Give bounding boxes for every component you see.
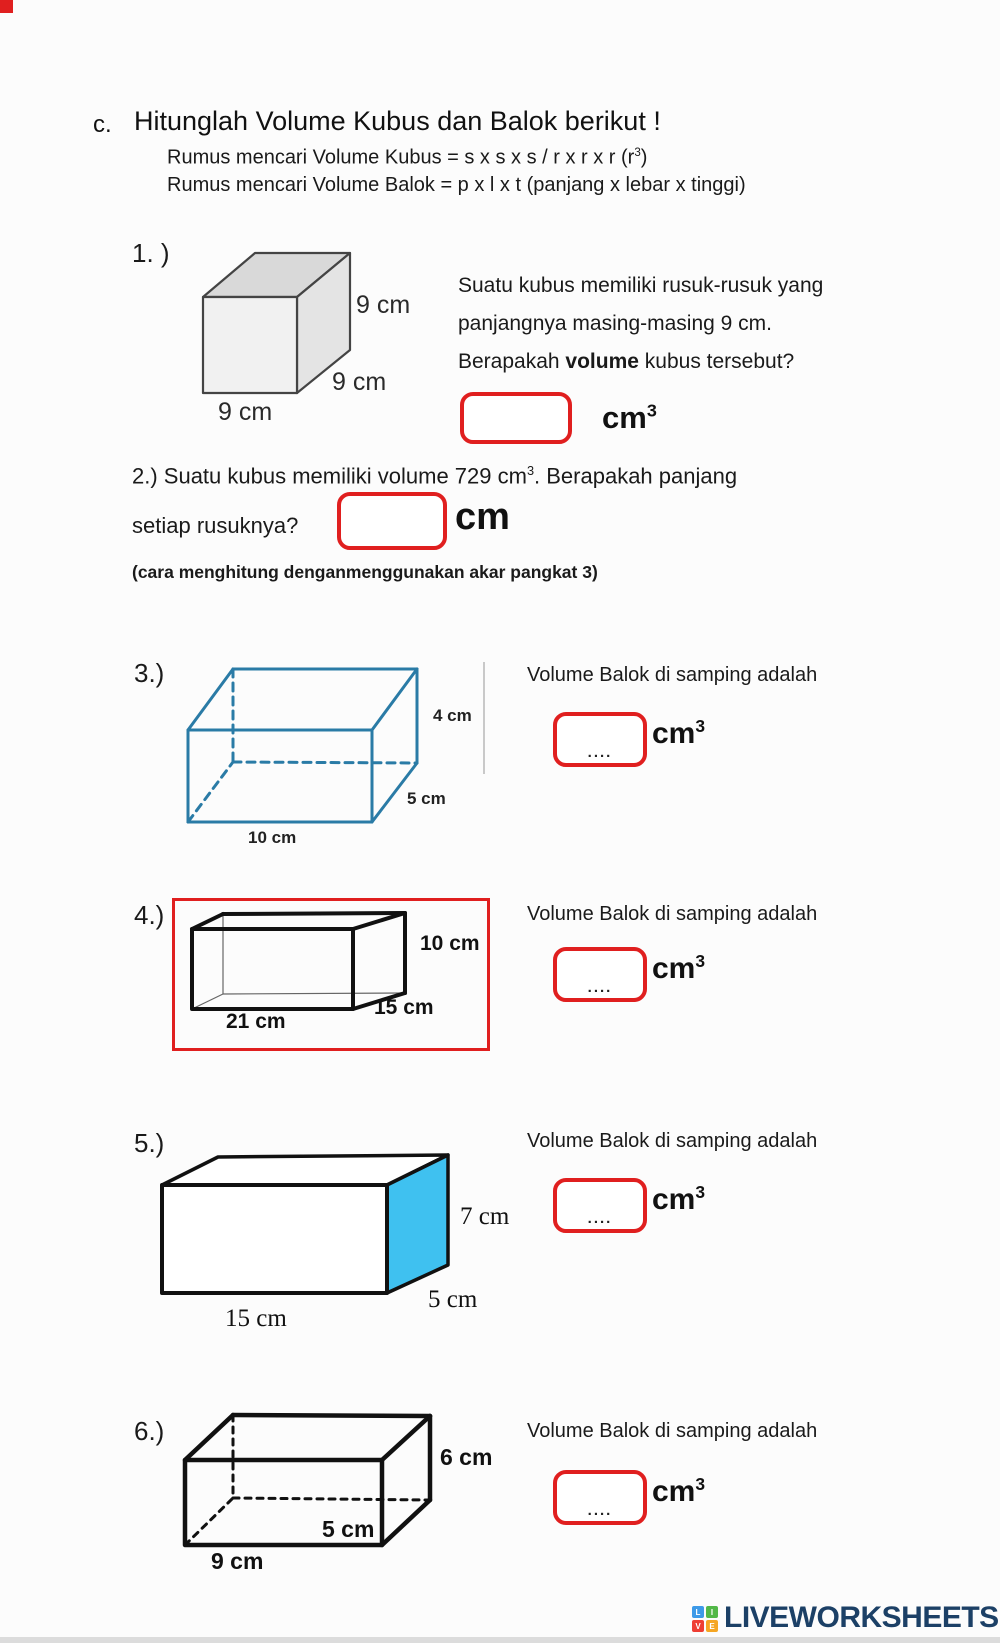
logo-tile-e: E [706, 1620, 718, 1632]
q2-text-line2: setiap rusuknya? [132, 513, 299, 538]
edge-bottom-right [379, 1497, 433, 1548]
front-face [190, 927, 355, 1011]
q3-dim-height: 4 cm [433, 706, 472, 725]
front-face [182, 1457, 385, 1548]
q2-answer-box[interactable] [337, 492, 447, 550]
q4-answer-box[interactable]: .... [553, 947, 647, 1002]
logo-tile-l: L [692, 1606, 704, 1618]
q6-unit: cm3 [652, 1474, 706, 1508]
q4-answer-placeholder: .... [587, 979, 613, 996]
q3-divider-line [483, 662, 485, 774]
q3-answer-box[interactable]: .... [553, 712, 647, 767]
front-face [186, 728, 374, 824]
logo-tile-v: V [692, 1620, 704, 1632]
q3-prompt: Volume Balok di samping adalah [527, 664, 818, 686]
hidden-edge-left-depth [191, 993, 224, 1010]
q6-dim-length: 9 cm [211, 1548, 264, 1574]
q4-cuboid-diagram [190, 911, 407, 1011]
hidden-edge-back-bottom [231, 1496, 432, 1502]
q5-unit: cm3 [652, 1182, 706, 1216]
front-face [160, 1183, 389, 1295]
page-title: Hitunglah Volume Kubus dan Balok berikut… [134, 106, 661, 136]
q4-unit: cm3 [652, 951, 706, 985]
q5-dim-length: 15 cm [225, 1305, 287, 1332]
edge-top-left [190, 912, 225, 931]
q4-dim-height: 10 cm [420, 932, 480, 955]
hidden-edge-back-bottom [231, 760, 419, 765]
q1-text-line3: Berapakah volume kubus tersebut? [458, 350, 795, 373]
q6-prompt: Volume Balok di samping adalah [527, 1420, 818, 1442]
q3-dim-depth: 5 cm [407, 789, 446, 808]
q6-number: 6.) [134, 1416, 165, 1446]
q4-number: 4.) [134, 900, 165, 930]
edge-top-left [186, 667, 235, 732]
hidden-edge-left-depth [183, 1496, 235, 1547]
q1-text-line2: panjangnya masing-masing 9 cm. [458, 312, 772, 335]
q6-cuboid-diagram [182, 1412, 433, 1548]
q3-dim-length: 10 cm [248, 828, 297, 847]
q6-dim-depth: 5 cm [322, 1516, 375, 1542]
q1-cube-diagram [201, 251, 352, 395]
section-index: c. [93, 111, 112, 138]
edge-top-left [182, 1412, 236, 1463]
q5-cuboid-diagram [160, 1153, 450, 1295]
q2-text-line1: 2.) Suatu kubus memiliki volume 729 cm3.… [132, 463, 738, 489]
q2-note: (cara menghitung denganmenggunakan akar … [132, 562, 598, 582]
edge-bottom-right [370, 761, 419, 824]
q5-answer-box[interactable]: .... [553, 1178, 647, 1233]
q5-dim-height: 7 cm [460, 1203, 510, 1230]
q6-dim-height: 6 cm [440, 1444, 493, 1470]
q1-dim-depth: 9 cm [332, 368, 387, 396]
hidden-edge-left-depth [186, 760, 235, 824]
logo-tile-i: I [706, 1606, 718, 1618]
q6-answer-box[interactable]: .... [553, 1470, 647, 1525]
liveworksheets-logo-icon: L I V E [692, 1606, 718, 1632]
scan-corner-mark [0, 0, 13, 13]
q1-dim-width: 9 cm [218, 398, 273, 426]
hidden-edge-back-bottom [222, 992, 406, 995]
q5-number: 5.) [134, 1128, 165, 1158]
q3-cuboid-diagram [186, 667, 419, 824]
q5-prompt: Volume Balok di samping adalah [527, 1130, 818, 1152]
q3-unit: cm3 [652, 716, 706, 750]
edge-top-right [379, 1413, 433, 1463]
q4-prompt: Volume Balok di samping adalah [527, 903, 818, 925]
q4-dim-length: 21 cm [226, 1010, 286, 1033]
formula-cube: Rumus mencari Volume Kubus = s x s x s /… [167, 146, 648, 169]
q3-number: 3.) [134, 658, 165, 688]
q1-answer-box[interactable] [460, 392, 572, 444]
q1-dim-height: 9 cm [356, 291, 411, 319]
liveworksheets-wordmark: LIVEWORKSHEETS [724, 1601, 999, 1634]
q4-highlight-frame [172, 898, 490, 1051]
q1-unit: cm3 [602, 400, 657, 435]
q3-answer-placeholder: .... [587, 744, 613, 761]
q6-answer-placeholder: .... [587, 1502, 613, 1519]
q1-number: 1. ) [132, 238, 170, 268]
q4-dim-depth: 15 cm [374, 996, 434, 1019]
edge-top-right [370, 667, 419, 732]
cube-front-face [201, 295, 299, 395]
edge-top-right [351, 911, 407, 931]
q1-text-line1: Suatu kubus memiliki rusuk-rusuk yang [458, 274, 824, 297]
q5-dim-depth: 5 cm [428, 1286, 478, 1313]
scan-bottom-edge [0, 1637, 1000, 1643]
formula-cuboid: Rumus mencari Volume Balok = p x l x t (… [167, 174, 746, 196]
q5-answer-placeholder: .... [587, 1210, 613, 1227]
edge-bottom-right [351, 991, 407, 1011]
edge-top-back [230, 1412, 433, 1419]
q2-unit: cm [455, 496, 510, 538]
edge-top-back [221, 911, 407, 916]
